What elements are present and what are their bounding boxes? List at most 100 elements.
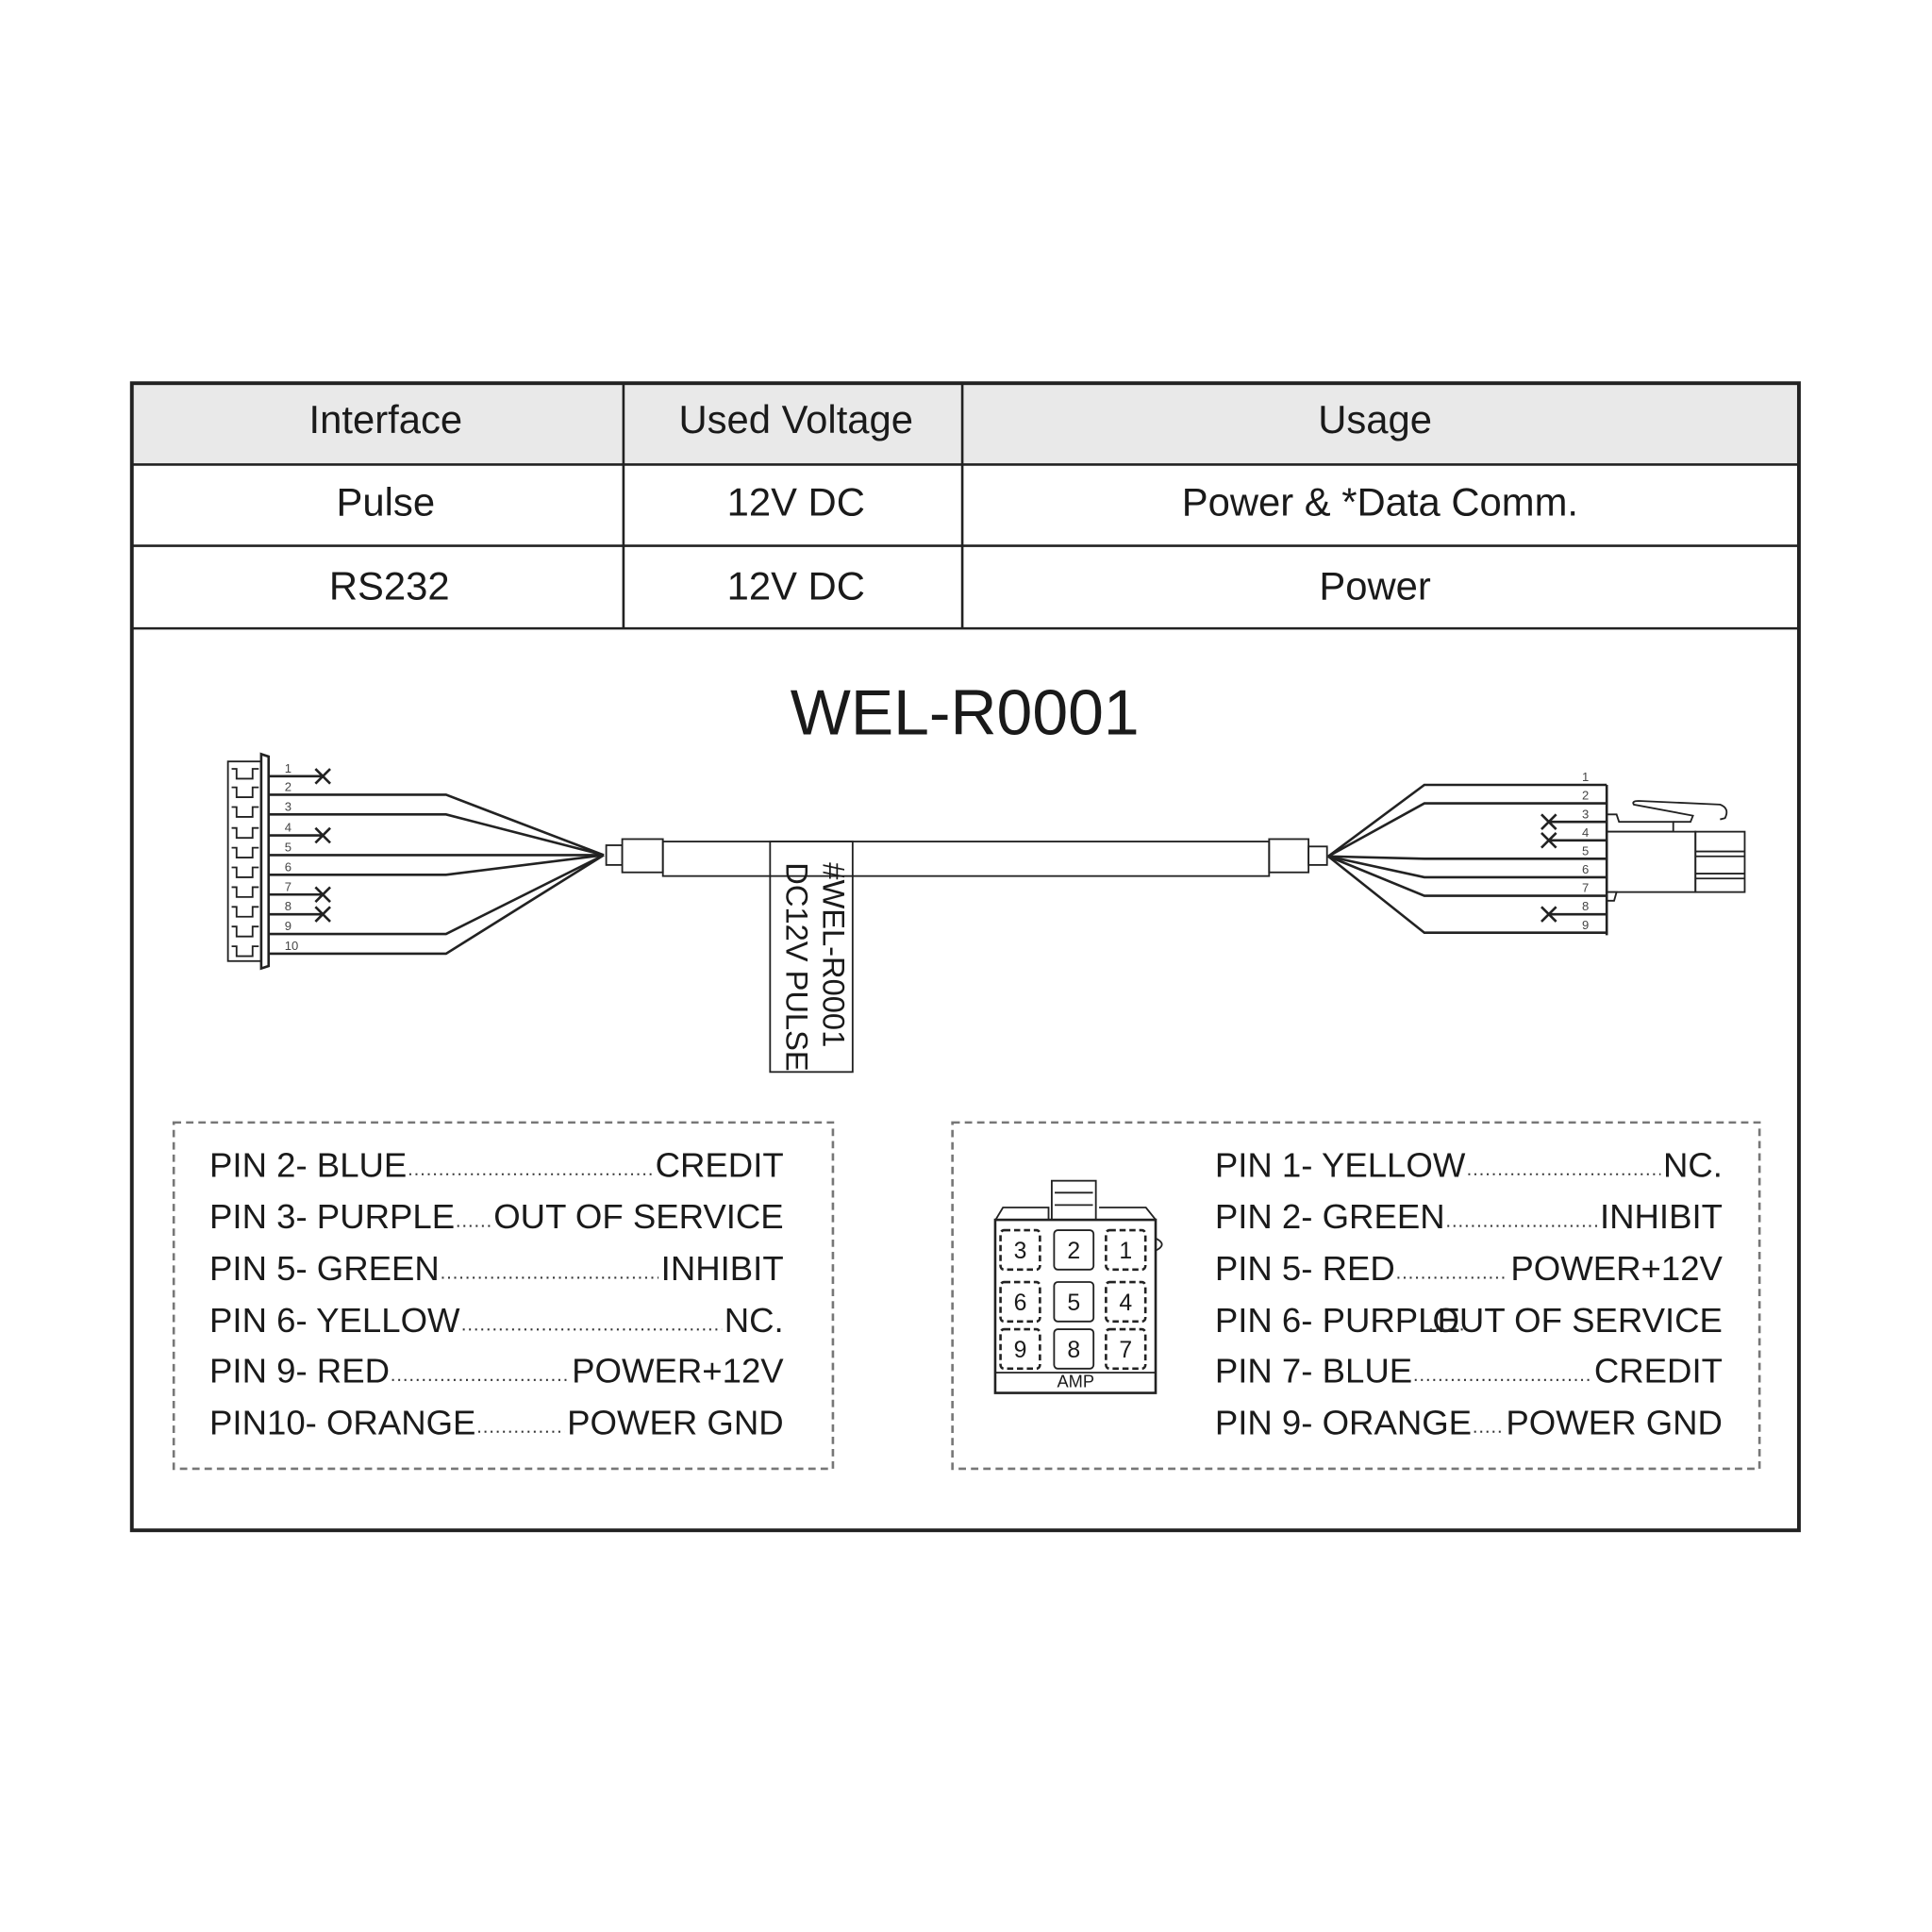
amp-shoulder bbox=[994, 1207, 1050, 1221]
contact-icon bbox=[231, 806, 259, 818]
right-ferrule bbox=[1307, 845, 1328, 866]
pin-function: OUT OF SERVICE bbox=[1432, 1301, 1722, 1340]
pin-wire-label: PIN 2- GREEN bbox=[1215, 1197, 1445, 1236]
contact-icon bbox=[231, 786, 259, 798]
pin-number: 8 bbox=[1582, 899, 1589, 913]
cable-jacket bbox=[661, 841, 1271, 877]
wire bbox=[1327, 802, 1607, 858]
pin-wire-label: PIN 7- BLUE bbox=[1215, 1351, 1412, 1390]
wire bbox=[1327, 783, 1607, 858]
left-pinout-box bbox=[172, 1121, 835, 1471]
pin-wire-label: PIN10- ORANGE bbox=[209, 1403, 475, 1441]
cavity-number: 1 bbox=[1119, 1239, 1132, 1264]
pin-number: 1 bbox=[1582, 770, 1589, 784]
latch-icon bbox=[1632, 800, 1728, 824]
table-cell: 12V DC bbox=[727, 563, 865, 608]
wire bbox=[268, 854, 605, 876]
pin-number: 3 bbox=[1582, 807, 1589, 821]
header-usage: Usage bbox=[1318, 397, 1432, 441]
table-header-bg bbox=[131, 383, 1799, 465]
amp-latch bbox=[1050, 1179, 1097, 1221]
wire bbox=[268, 854, 605, 956]
pin-wire-label: PIN 9- RED bbox=[209, 1351, 390, 1390]
amp-shoulder bbox=[1099, 1207, 1157, 1221]
header-interface: Interface bbox=[309, 397, 463, 441]
cavity-number: 8 bbox=[1067, 1338, 1080, 1363]
connector-flange bbox=[259, 752, 271, 971]
pin-wire-label: PIN 2- BLUE bbox=[209, 1145, 407, 1184]
contact-icon bbox=[231, 906, 259, 918]
cable: #WEL-R0001 DC12V PULSE bbox=[605, 838, 1328, 1074]
pin-function: INHIBIT bbox=[661, 1249, 784, 1288]
contact-icon bbox=[231, 886, 259, 898]
table-cell: 12V DC bbox=[727, 480, 865, 525]
cable-label-part: #WEL-R0001 bbox=[816, 862, 851, 1047]
pinout-row: PIN 9- ORANGE POWER GND bbox=[1215, 1403, 1723, 1441]
contact-icon bbox=[231, 945, 259, 958]
connector-housing bbox=[1606, 830, 1697, 893]
cavity-outline bbox=[999, 1327, 1041, 1371]
pin-number: 2 bbox=[1582, 789, 1589, 803]
pin-number: 7 bbox=[1582, 881, 1589, 895]
pin-function: POWER GND bbox=[1506, 1403, 1723, 1441]
wire bbox=[1327, 855, 1607, 897]
cable-label-tag bbox=[769, 841, 854, 1074]
pin-function: NC. bbox=[1663, 1145, 1723, 1184]
cavity-outline bbox=[1053, 1281, 1095, 1323]
no-connect-x-icon bbox=[314, 906, 331, 923]
pin-function: POWER+12V bbox=[572, 1351, 784, 1390]
pin-wire-label: PIN 9- ORANGE bbox=[1215, 1403, 1472, 1441]
cavity-outline bbox=[1053, 1229, 1095, 1271]
no-connect-x-icon bbox=[314, 886, 331, 904]
cavity-number: 2 bbox=[1067, 1239, 1080, 1264]
right-sleeve bbox=[1268, 838, 1310, 874]
left-sleeve bbox=[621, 838, 664, 874]
pin-function: OUT OF SERVICE bbox=[493, 1197, 783, 1236]
no-connect-x-icon bbox=[314, 768, 331, 785]
pin-number: 1 bbox=[285, 761, 291, 775]
pin-wire-label: PIN 5- RED bbox=[1215, 1249, 1395, 1288]
pin-number: 2 bbox=[285, 780, 291, 794]
table-cell: Power & *Data Comm. bbox=[1182, 480, 1578, 525]
spec-table: Interface Used Voltage Usage Pulse 12V D… bbox=[129, 381, 1801, 1533]
pin-number: 9 bbox=[285, 919, 291, 933]
contact-icon bbox=[231, 768, 259, 780]
right-pinout-box bbox=[951, 1121, 1761, 1471]
cavity-outline bbox=[1053, 1328, 1095, 1370]
amp-side-tab bbox=[1155, 1237, 1163, 1252]
connector-front bbox=[1694, 830, 1746, 893]
cable-label-spec: DC12V PULSE bbox=[779, 862, 814, 1071]
no-connect-x-icon bbox=[1541, 906, 1557, 923]
wire bbox=[268, 854, 605, 936]
pin-number: 6 bbox=[1582, 862, 1589, 876]
contact-icon bbox=[231, 866, 259, 878]
cavity-number: 9 bbox=[1014, 1338, 1027, 1363]
cavity-number: 5 bbox=[1067, 1291, 1080, 1316]
pin-wire-label: PIN 5- GREEN bbox=[209, 1249, 440, 1288]
pin-number: 4 bbox=[285, 821, 291, 835]
pin-function: POWER+12V bbox=[1510, 1249, 1723, 1288]
table-cell: Pulse bbox=[337, 480, 436, 525]
contact-icon bbox=[231, 826, 259, 840]
pinout-row: PIN 5- GREEN INHIBIT bbox=[209, 1249, 784, 1288]
amp-body bbox=[993, 1218, 1158, 1394]
pin-number: 7 bbox=[285, 879, 291, 893]
cavity-number: 4 bbox=[1119, 1291, 1132, 1316]
wire bbox=[268, 793, 605, 857]
table-cell: RS232 bbox=[329, 563, 450, 608]
connector-step bbox=[1607, 813, 1674, 833]
no-connect-x-icon bbox=[1541, 813, 1557, 830]
no-connect-x-icon bbox=[1541, 832, 1557, 849]
header-used-voltage: Used Voltage bbox=[678, 397, 913, 441]
cavity-outline bbox=[999, 1228, 1041, 1272]
cavity-outline bbox=[999, 1280, 1041, 1324]
no-connect-x-icon bbox=[314, 826, 331, 844]
